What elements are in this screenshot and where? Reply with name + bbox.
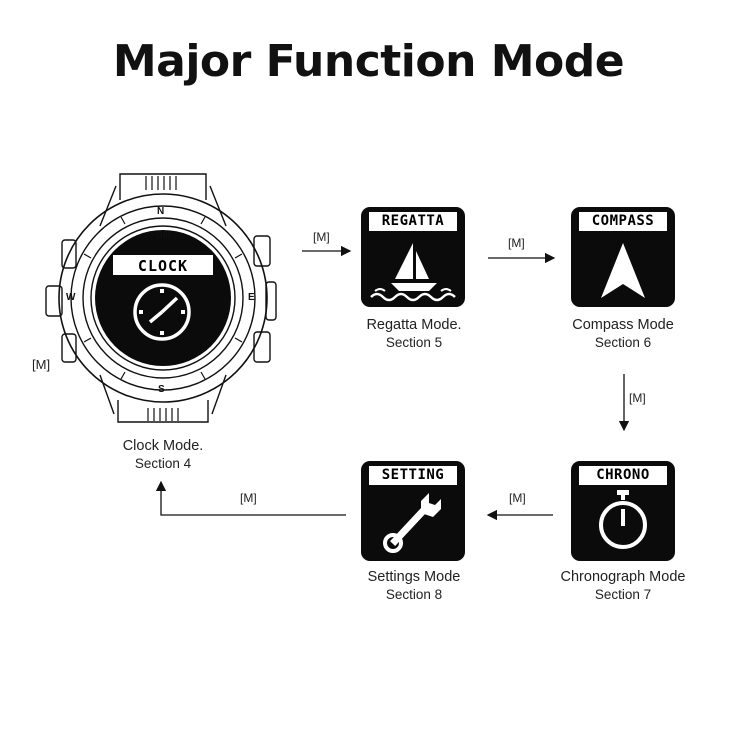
compass-caption: Compass Mode Section 6 <box>548 316 698 352</box>
side-button-label: [M] <box>32 357 51 372</box>
wrench-icon <box>383 493 441 553</box>
regatta-mode-section: Section 5 <box>385 335 443 350</box>
setting-caption: Settings Mode Section 8 <box>344 568 484 604</box>
page-title: Major Function Mode <box>112 36 625 87</box>
bezel-north: N <box>157 206 165 217</box>
arrow-label-5: [M] <box>240 491 257 505</box>
clock-mode-title: Clock Mode. <box>122 438 204 454</box>
arrow-setting-to-clock <box>155 480 346 516</box>
setting-mode-section: Section 8 <box>385 587 443 602</box>
clock-caption: Clock Mode. Section 4 <box>96 437 230 473</box>
setting-screen: SETTING <box>361 461 465 561</box>
compass-screen: COMPASS <box>571 207 675 307</box>
stopwatch-icon <box>599 490 647 549</box>
arrow-label-2: [M] <box>508 236 525 250</box>
regatta-screen-label: REGATTA <box>369 212 457 231</box>
regatta-mode-title: Regatta Mode. <box>366 317 462 333</box>
regatta-screen: REGATTA <box>361 207 465 307</box>
chrono-mode-title: Chronograph Mode <box>560 569 686 585</box>
arrow-label-3: [M] <box>629 391 646 405</box>
compass-arrow-icon <box>601 243 645 298</box>
sailboat-icon <box>370 243 456 302</box>
chrono-screen: CHRONO <box>571 461 675 561</box>
compass-screen-label: COMPASS <box>579 212 667 231</box>
chrono-mode-section: Section 7 <box>594 587 652 602</box>
bezel-south: S <box>158 384 165 395</box>
bezel-west: W <box>66 292 76 303</box>
watch-screen-label: CLOCK <box>137 257 189 275</box>
setting-mode-title: Settings Mode <box>367 569 461 585</box>
bezel-east: E <box>248 292 255 303</box>
chrono-screen-label: CHRONO <box>579 466 667 485</box>
chrono-caption: Chronograph Mode Section 7 <box>543 568 703 604</box>
compass-mode-title: Compass Mode <box>572 317 674 333</box>
clock-mode-section: Section 4 <box>134 456 192 471</box>
regatta-caption: Regatta Mode. Section 5 <box>344 316 484 352</box>
arrow-label-4: [M] <box>509 491 526 505</box>
watch-brand-logo: Gill <box>155 230 171 240</box>
setting-screen-label: SETTING <box>369 466 457 485</box>
compass-mode-section: Section 6 <box>594 335 652 350</box>
arrow-label-1: [M] <box>313 230 330 244</box>
